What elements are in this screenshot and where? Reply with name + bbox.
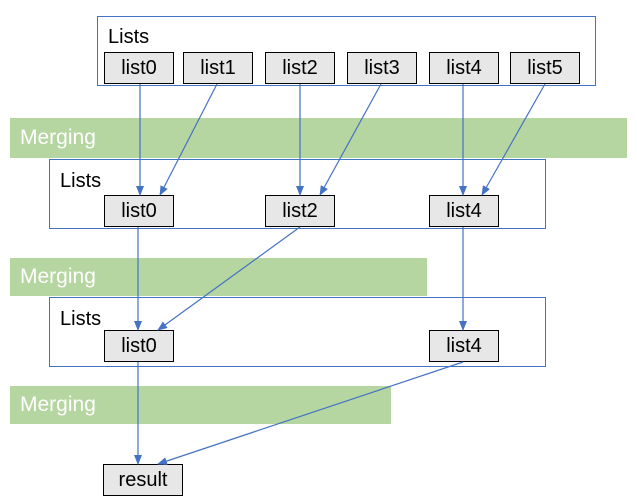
node-list0-level-0: list0	[104, 52, 174, 84]
band-label: Merging	[20, 126, 96, 149]
arrow-list5-to-list4	[481, 83, 546, 196]
node-list0-level-1: list0	[104, 195, 174, 227]
node-list0-level-2: list0	[104, 330, 174, 362]
frame-label: Lists	[60, 308, 102, 330]
node-list1-level-0: list1	[183, 52, 253, 84]
node-list3-level-0: list3	[347, 52, 417, 84]
node-list4-level-1: list4	[429, 195, 499, 227]
lists-frame-level-0: Lists	[97, 16, 596, 86]
band-label: Merging	[20, 265, 96, 288]
arrow-list3-to-list2	[319, 83, 382, 196]
frame-label: Lists	[108, 26, 150, 48]
merging-band-3: Merging	[10, 386, 391, 424]
node-list2-level-1: list2	[265, 195, 335, 227]
band-label: Merging	[20, 393, 96, 416]
node-list2-level-0: list2	[265, 52, 335, 84]
arrow-list4-to-result	[157, 361, 464, 465]
arrow-list2-to-list0	[157, 226, 301, 331]
node-list5-level-0: list5	[510, 52, 580, 84]
result-node: result	[103, 464, 183, 496]
merging-band-1: Merging	[10, 118, 627, 158]
merging-band-2: Merging	[10, 258, 427, 296]
frame-label: Lists	[60, 170, 102, 192]
arrow-list1-to-list0	[159, 83, 218, 196]
node-list4-level-0: list4	[429, 52, 499, 84]
